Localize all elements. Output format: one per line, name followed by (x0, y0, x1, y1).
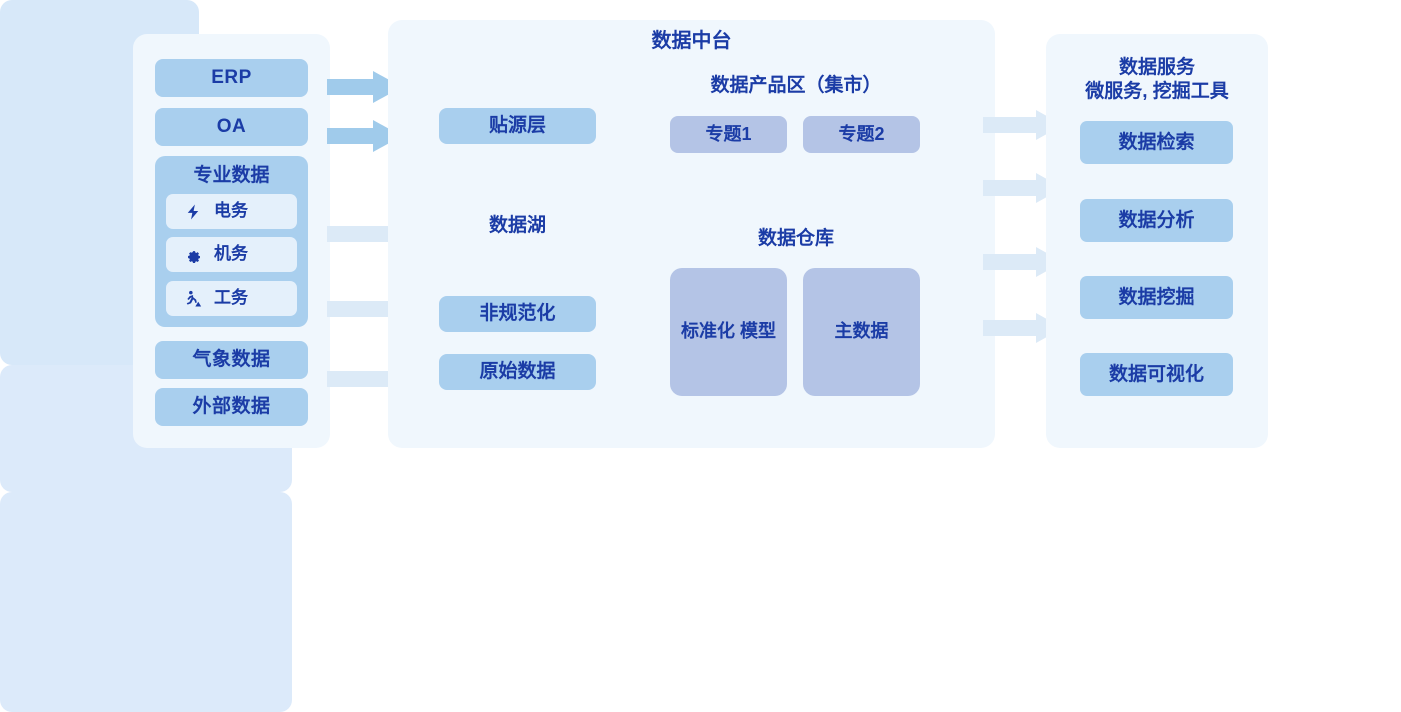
arrow-platform-to-search (983, 110, 1063, 140)
professional-item-gongwu[interactable]: 工务 (166, 281, 297, 316)
source-box-external[interactable]: 外部数据 (155, 388, 308, 426)
arrow-platform-to-visual (983, 313, 1063, 343)
arrow-oa-to-lake (327, 120, 402, 152)
page-title: 数据中台 (651, 30, 732, 52)
professional-item-label: 工务 (214, 288, 248, 308)
arrow-erp-to-lake (327, 71, 402, 103)
data-warehouse-title: 数据仓库 (757, 228, 834, 249)
service-box-analysis[interactable]: 数据分析 (1080, 199, 1233, 242)
construction-worker-icon (183, 289, 203, 309)
arrow-platform-to-mining (983, 247, 1063, 277)
professional-item-label: 机务 (214, 244, 248, 264)
professional-item-dianwu[interactable]: 电务 (166, 194, 297, 229)
service-box-mining[interactable]: 数据挖掘 (1080, 276, 1233, 319)
data-lake-label: 数据湖 (488, 215, 546, 236)
data-mart-box-topic2[interactable]: 专题2 (803, 116, 920, 153)
data-mart-title: 数据产品区（集市） (710, 75, 882, 96)
source-box-oa[interactable]: OA (155, 108, 308, 146)
professional-data-title: 专业数据 (193, 165, 270, 186)
arrow-platform-to-analyze (983, 173, 1063, 203)
lightning-bolt-icon (183, 202, 203, 222)
professional-item-jiwu[interactable]: 机务 (166, 237, 297, 272)
data-warehouse-box-master-data[interactable]: 主数据 (803, 268, 920, 396)
data-lake-box-raw-data[interactable]: 原始数据 (439, 354, 596, 390)
data-warehouse-panel (0, 492, 292, 712)
source-box-weather[interactable]: 气象数据 (155, 341, 308, 379)
service-box-visualization[interactable]: 数据可视化 (1080, 353, 1233, 396)
data-services-title: 数据服务 微服务, 挖掘工具 (1085, 57, 1229, 102)
service-box-search[interactable]: 数据检索 (1080, 121, 1233, 164)
data-mart-box-topic1[interactable]: 专题1 (670, 116, 787, 153)
source-box-erp[interactable]: ERP (155, 59, 308, 97)
data-lake-box-source-layer[interactable]: 贴源层 (439, 108, 596, 144)
data-lake-box-denormalized[interactable]: 非规范化 (439, 296, 596, 332)
professional-item-label: 电务 (214, 201, 248, 221)
gear-icon (183, 245, 203, 265)
data-warehouse-box-standard-model[interactable]: 标准化 模型 (670, 268, 787, 396)
